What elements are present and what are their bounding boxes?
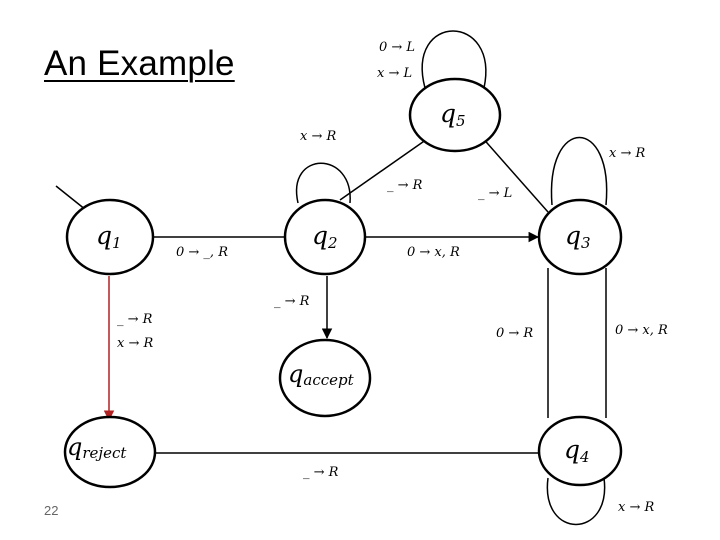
edge-q5-q2	[339, 136, 431, 201]
label-q4-q3: 0 → R	[496, 326, 533, 341]
state-q4: q4	[537, 415, 623, 487]
slide-number: 22	[44, 503, 59, 518]
start-arrow	[55, 185, 87, 211]
slide-title: An Example	[44, 44, 235, 83]
label-q1-qreject-blank: _ → R	[117, 312, 153, 327]
label-q5-loop-0: 0 → L	[379, 40, 415, 55]
loop-q5	[421, 30, 487, 89]
label-q3-q5: _ → L	[478, 186, 512, 201]
state-q3: q3	[537, 198, 623, 276]
edge-q3-q5	[479, 134, 549, 213]
label-q3-q4: 0 → x, R	[615, 323, 668, 338]
label-q1-q2: 0 → _, R	[176, 245, 228, 260]
loop-q2	[295, 162, 351, 204]
label-q5-loop-x: x → L	[377, 66, 412, 81]
state-qreject-label: qreject	[67, 433, 127, 462]
loop-q3	[550, 136, 608, 206]
state-qaccept: qaccept	[278, 338, 372, 418]
state-q3-label: q3	[565, 221, 591, 252]
state-q5: q5	[408, 77, 502, 153]
state-qreject: qreject	[63, 415, 157, 489]
state-q4-label: q4	[564, 435, 590, 466]
state-qaccept-label: qaccept	[288, 360, 355, 389]
label-q2-qaccept: _ → R	[274, 294, 310, 309]
state-q5-label: q5	[440, 99, 466, 130]
label-q2-loop: x → R	[300, 129, 336, 144]
state-q2-label: q2	[312, 221, 338, 252]
loop-q4	[546, 477, 606, 526]
label-q3-loop: x → R	[609, 146, 645, 161]
state-q1: q1	[65, 198, 155, 276]
state-q1-label: q1	[96, 221, 122, 252]
label-q4-qreject: _ → R	[303, 465, 339, 480]
label-q5-q2: _ → R	[387, 178, 423, 193]
label-q4-loop: x → R	[618, 500, 654, 515]
label-q1-qreject-x: x → R	[117, 336, 153, 351]
label-q2-q3: 0 → x, R	[407, 245, 460, 260]
state-q2: q2	[283, 198, 367, 276]
